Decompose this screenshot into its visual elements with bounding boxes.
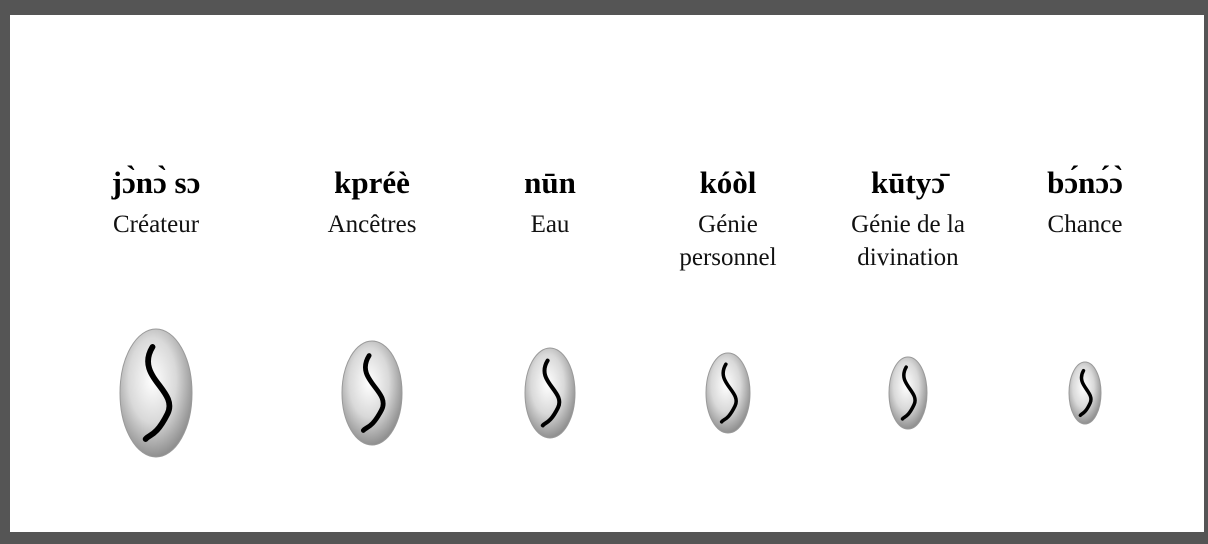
seed-slit — [360, 353, 386, 433]
cowrie-seed-icon — [341, 340, 403, 446]
seed-body — [119, 328, 193, 458]
seed-body — [524, 347, 576, 439]
item-divination-genie: kūtyɔ̄ Génie de la divination — [808, 0, 1008, 544]
term-kutyo: kūtyɔ̄ — [870, 165, 946, 200]
seed-slit — [1078, 368, 1093, 418]
seed-slit — [540, 358, 562, 428]
item-creator: jɔ̀nɔ̀ sɔ Créateur — [56, 0, 256, 544]
seed-slit — [719, 362, 738, 424]
cowrie-seed-icon — [888, 356, 928, 430]
item-ancestors: kpréè Ancêtres — [272, 0, 472, 544]
meaning-genie-personnel: Génie personnel — [679, 211, 777, 271]
seed-slit — [142, 344, 173, 442]
seed-body — [1068, 361, 1102, 425]
term-jono-so: jɔ̀nɔ̀ sɔ — [111, 165, 201, 200]
term-kpree: kpréè — [334, 165, 410, 200]
term-kool: kóòl — [699, 165, 757, 200]
meaning-createur: Créateur — [112, 211, 200, 238]
cowrie-seed-icon — [119, 328, 193, 458]
item-personal-genie: kóòl Génie personnel — [628, 0, 828, 544]
term-nun: nūn — [524, 165, 576, 200]
meaning-eau: Eau — [530, 211, 570, 238]
cowrie-seed-icon — [524, 347, 576, 439]
seed-body — [341, 340, 403, 446]
item-luck: bɔ́nɔ́ɔ̀ Chance — [985, 0, 1185, 544]
meaning-chance: Chance — [1047, 211, 1123, 238]
item-water: nūn Eau — [450, 0, 650, 544]
seed-body — [888, 356, 928, 430]
meaning-genie-divination: Génie de la divination — [851, 211, 965, 271]
seed-body — [705, 352, 751, 434]
cowrie-seed-icon — [705, 352, 751, 434]
cowrie-seed-icon — [1068, 361, 1102, 425]
term-bonoo: bɔ́nɔ́ɔ̀ — [1047, 165, 1123, 200]
seed-slit — [900, 365, 917, 421]
meaning-ancetres: Ancêtres — [327, 211, 417, 238]
